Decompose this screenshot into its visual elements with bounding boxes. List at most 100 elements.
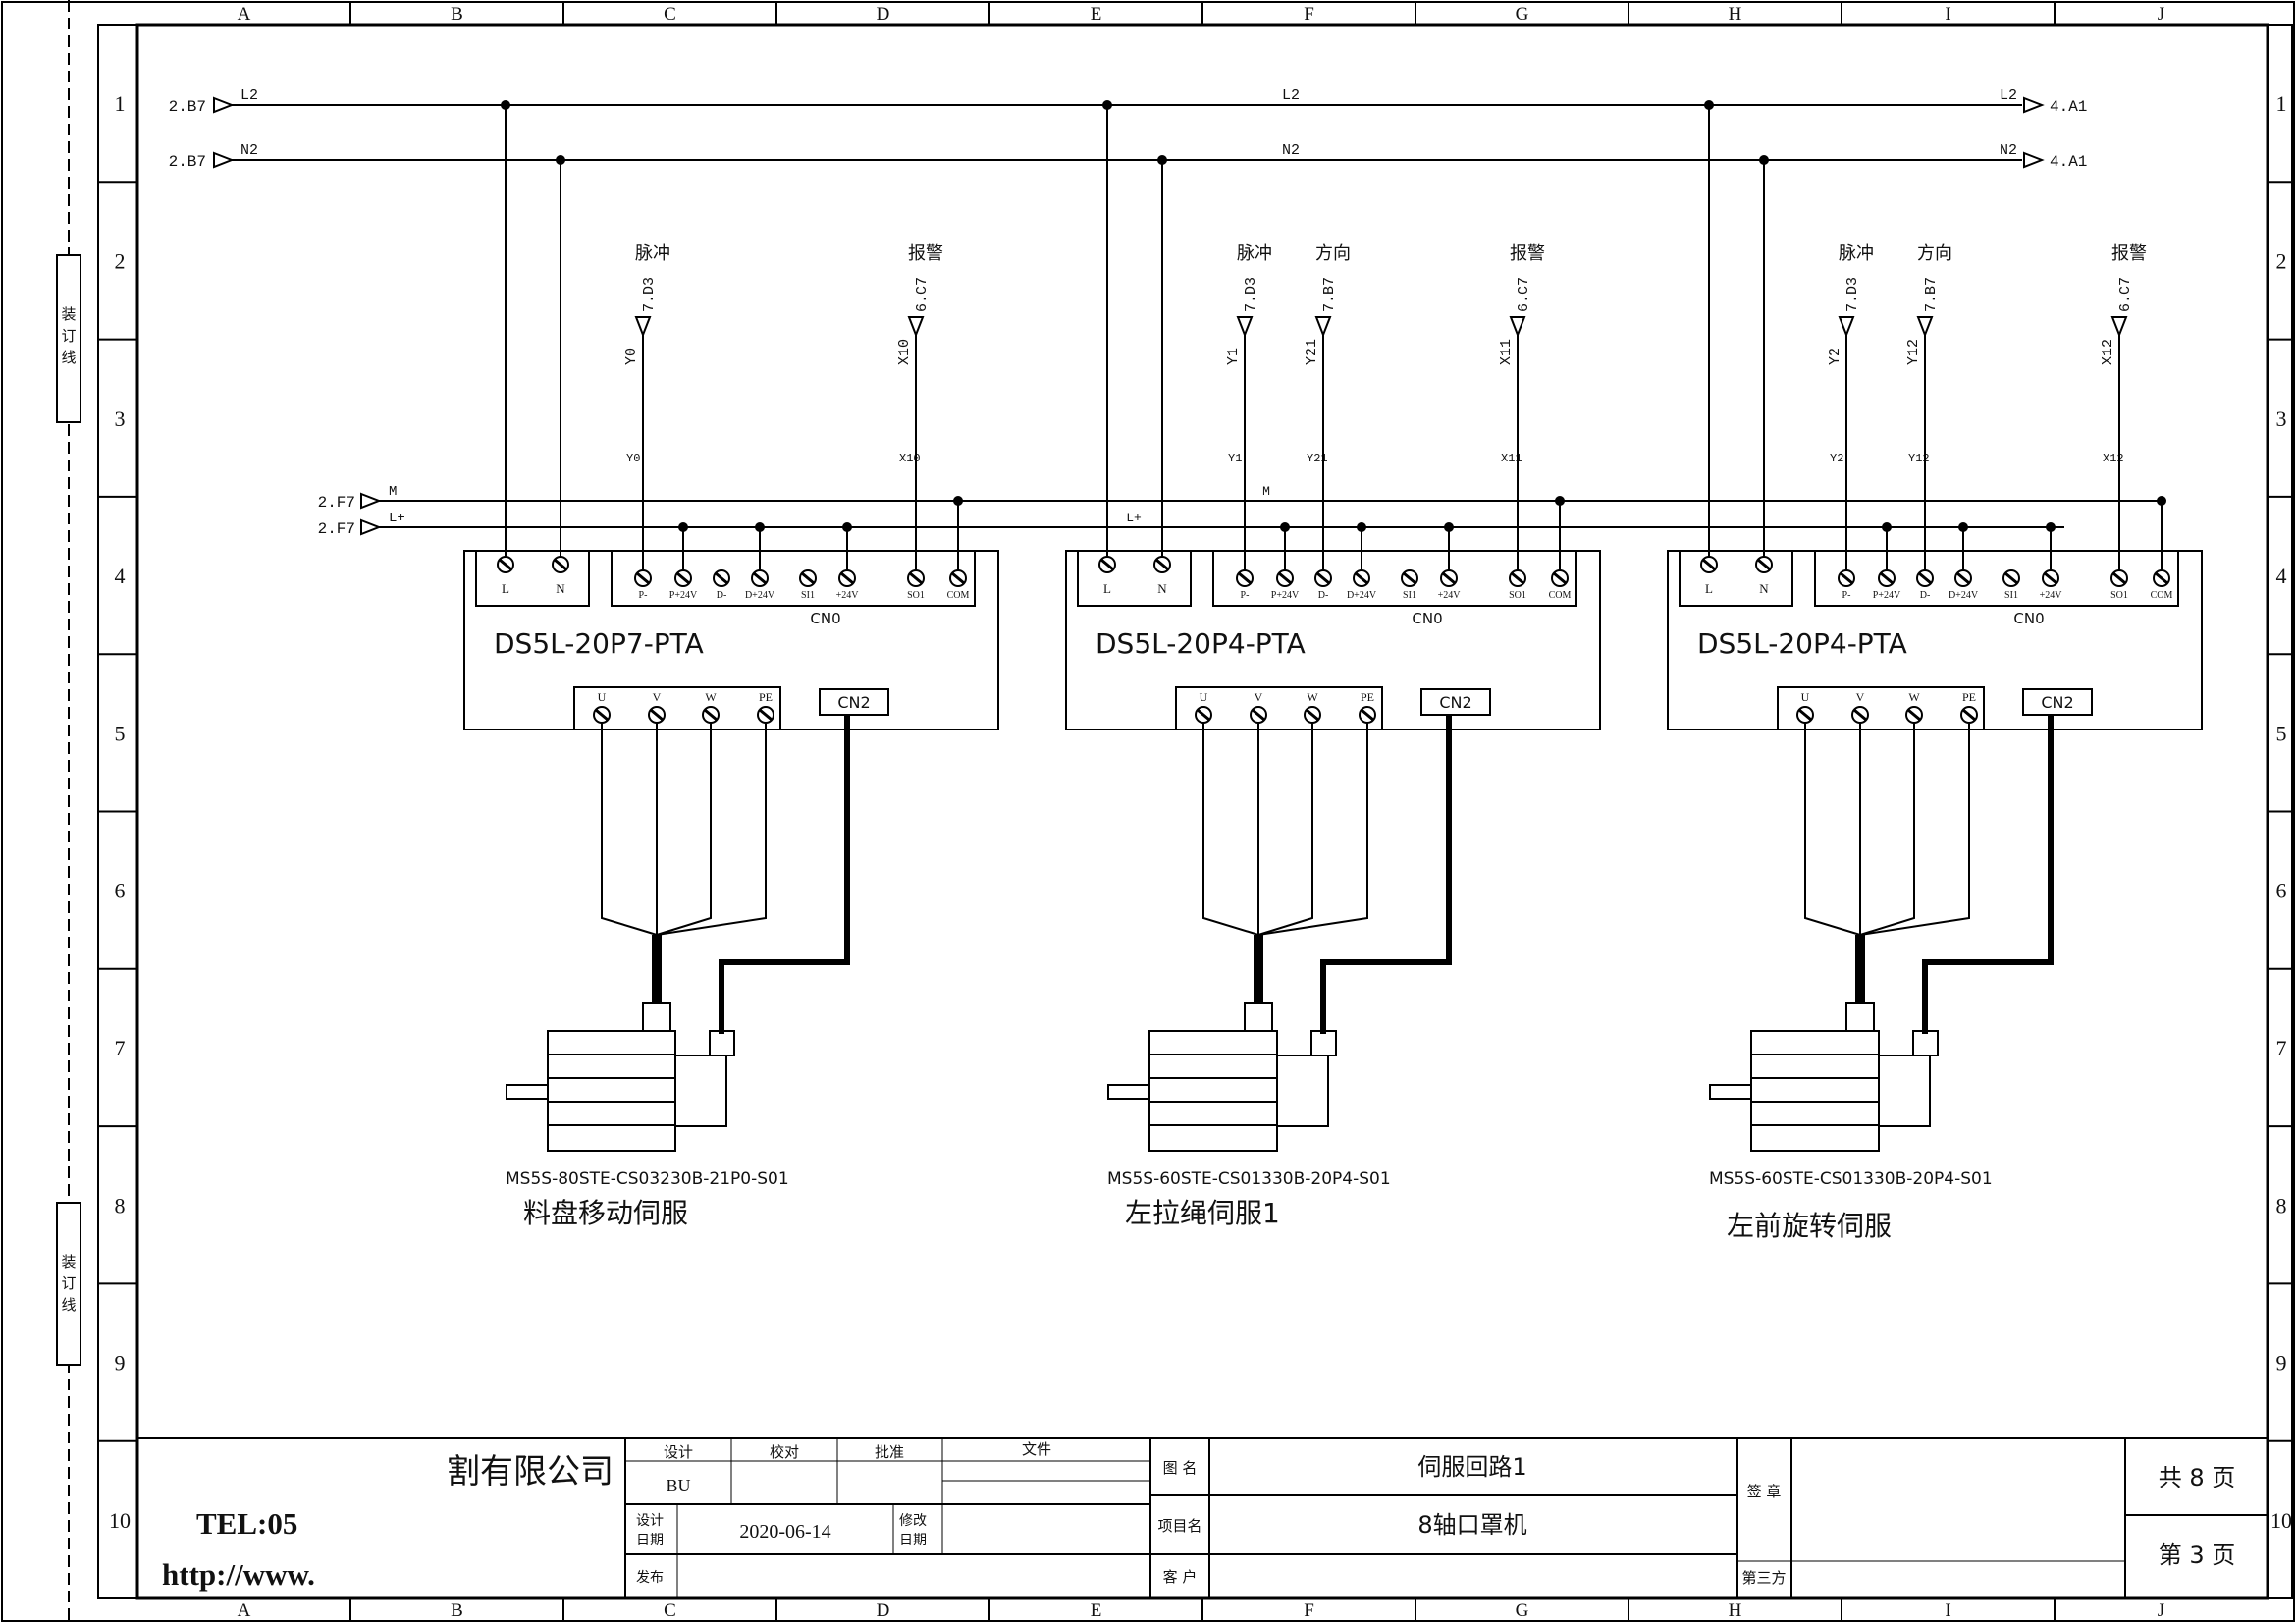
terminal-label-N: N [556, 581, 565, 596]
screw-slash [1238, 571, 1252, 585]
tb-total-pages: 共 8 页 [2159, 1464, 2236, 1491]
screw-slash [1853, 708, 1867, 722]
signal-title: 报警 [1510, 243, 1545, 264]
drive-model: DS5L-20P4-PTA [1095, 627, 1306, 660]
column-label-top: I [1945, 4, 1950, 25]
signal-tag: X10 [896, 339, 913, 365]
junction-dot [556, 155, 565, 165]
cn2-connector [819, 688, 889, 716]
encoder-cable [1922, 715, 2054, 1034]
tb-publish-label: 发布 [636, 1570, 664, 1586]
encoder-housing [674, 1055, 727, 1127]
motor-terminal-block [573, 686, 781, 730]
row-label-left: 6 [115, 879, 126, 903]
cn0-terminal-label: D+24V [1347, 590, 1377, 601]
column-label-top: J [2158, 4, 2164, 25]
row-label-right: 7 [2276, 1036, 2287, 1060]
servo-name: 左拉绳伺服1 [1125, 1197, 1280, 1229]
screw-slash [1840, 571, 1853, 585]
motor-phase-wire [656, 723, 767, 936]
bus-label-lp: L+ [389, 511, 405, 526]
junction-dot [1555, 496, 1565, 506]
tb-sign-label: 签 章 [1747, 1483, 1782, 1500]
screw-slash [840, 571, 854, 585]
arrow-connector [2110, 316, 2128, 338]
servo-motor-3 [1709, 1030, 1931, 1152]
cn0-terminal-label: +24V [836, 590, 860, 601]
cn0-terminal-label: P+24V [1271, 590, 1300, 601]
arrow-connector [1314, 316, 1332, 338]
signal-wire-number: X12 [2103, 452, 2124, 465]
screw-slash [676, 571, 690, 585]
row-label-left: 3 [115, 406, 126, 431]
arrow-connector [360, 492, 382, 510]
row-label-right: 10 [2270, 1508, 2292, 1533]
arrow-connector [2023, 151, 2045, 169]
cn0-terminal-label: D- [1318, 590, 1329, 601]
cn2-connector [1420, 688, 1491, 716]
cn0-label: CN0 [2013, 610, 2044, 627]
bus-ref-m: 2.F7 [318, 494, 355, 512]
cn0-terminal-block [611, 550, 976, 607]
cn2-label: CN2 [2041, 693, 2073, 712]
screw-slash [1306, 708, 1319, 722]
junction-dot [1759, 155, 1769, 165]
row-label-left: 2 [115, 248, 126, 273]
screw-slash [1252, 708, 1265, 722]
row-label-left: 9 [115, 1351, 126, 1376]
signal-tag: Y12 [1905, 339, 1922, 365]
signal-wire-number: Y2 [1830, 452, 1843, 465]
cn0-terminal-label: COM [947, 590, 970, 601]
screw-slash [753, 571, 767, 585]
screw-slash [650, 708, 664, 722]
signal-wire-number: X10 [899, 452, 921, 465]
binding-line-label: 线 [61, 1296, 76, 1314]
signal-title: 报警 [908, 243, 943, 264]
screw-slash [1702, 558, 1716, 571]
junction-dot [842, 522, 852, 532]
row-label-left: 1 [115, 91, 126, 116]
motor-phase-wire [1202, 723, 1259, 936]
column-label-top: H [1729, 4, 1742, 25]
screw-slash [2044, 571, 2057, 585]
cn2-label: CN2 [837, 693, 870, 712]
screw-slash [801, 571, 815, 585]
bus-label-n2: N2 [240, 142, 258, 159]
arrow-connector [634, 316, 652, 338]
motor-terminal-label: W [1908, 690, 1920, 704]
cn0-terminal-label: +24V [2040, 590, 2063, 601]
row-label-left: 5 [115, 721, 126, 745]
row-label-right: 2 [2276, 248, 2287, 273]
cn0-label: CN0 [1412, 610, 1442, 627]
arrow-connector [360, 518, 382, 536]
screw-slash [1757, 558, 1771, 571]
motor-terminal-label: W [705, 690, 717, 704]
junction-dot [1704, 100, 1714, 110]
column-label-bottom: F [1304, 1600, 1314, 1621]
arrow-connector [2023, 96, 2045, 114]
arrow-connector [213, 151, 235, 169]
cn0-terminal-block [1212, 550, 1577, 607]
bus-label-l2: L2 [240, 87, 258, 104]
junction-dot [678, 522, 688, 532]
power-terminal-block [1679, 550, 1793, 607]
screw-slash [1316, 571, 1330, 585]
column-label-top: E [1091, 4, 1102, 25]
screw-slash [1907, 708, 1921, 722]
signal-title: 方向 [1917, 243, 1952, 264]
screw-slash [499, 558, 512, 571]
screw-slash [1100, 558, 1114, 571]
binding-line-label: 订 [61, 1274, 76, 1292]
signal-title: 脉冲 [635, 243, 670, 264]
junction-dot [1157, 155, 1167, 165]
tb-project: 8轴口罩机 [1417, 1511, 1526, 1539]
signal-ref: 7.B7 [1321, 277, 1338, 312]
screw-slash [2155, 571, 2168, 585]
row-label-left: 8 [115, 1193, 126, 1217]
cn0-label: CN0 [810, 610, 840, 627]
signal-title: 报警 [2111, 243, 2147, 264]
